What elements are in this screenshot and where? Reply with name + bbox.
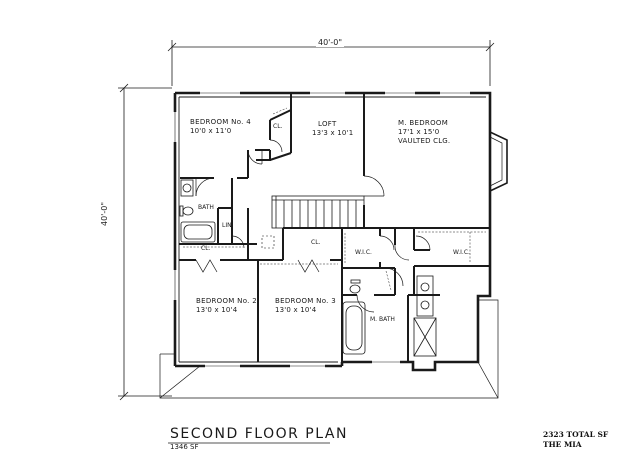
bedroom2-name: BEDROOM No. 2 <box>196 297 257 305</box>
door-swings <box>195 139 431 313</box>
closet-bedroom3-label: CL. <box>311 239 321 246</box>
bay-window <box>489 131 508 192</box>
linen-label: LIN <box>222 222 232 229</box>
bath-label: BATH <box>198 204 214 211</box>
closet-bedroom4-label: CL. <box>273 123 283 130</box>
wic-right-label: W.I.C. <box>453 249 470 256</box>
width-dimension-label: 40'-0" <box>316 38 345 48</box>
wic-left-label: W.I.C. <box>355 249 372 256</box>
bedroom3-size: 13'0 x 10'4 <box>275 306 317 314</box>
plumbing-fixtures <box>179 179 437 357</box>
bedroom4-size: 10'0 x 11'0 <box>190 127 232 135</box>
bedroom2-size: 13'0 x 10'4 <box>196 306 238 314</box>
loft-size: 13'3 x 10'1 <box>312 129 354 137</box>
attic-hatch <box>261 235 275 249</box>
master-bedroom-name: M. BEDROOM <box>398 119 449 127</box>
closet-shelves <box>183 107 486 291</box>
roof-outline <box>159 299 499 399</box>
total-sf-label: 2323 TOTAL SF <box>543 430 609 439</box>
staircase <box>271 195 365 229</box>
plan-area: 1346 SF <box>170 443 199 451</box>
plan-name-label: THE MIA <box>543 440 582 449</box>
plan-title: SECOND FLOOR PLAN <box>170 426 348 442</box>
master-bedroom-size: 17'1 x 15'0 <box>398 128 440 136</box>
master-bath-label: M. BATH <box>370 316 395 323</box>
loft-name: LOFT <box>318 120 337 128</box>
closet-bedroom2-label: CL. <box>201 245 211 252</box>
master-bedroom-note: VAULTED CLG. <box>398 137 451 145</box>
bedroom3-name: BEDROOM No. 3 <box>275 297 336 305</box>
left-dimension-line <box>118 83 172 401</box>
depth-dimension-label: 40'-0" <box>100 199 110 228</box>
bedroom4-name: BEDROOM No. 4 <box>190 118 251 126</box>
